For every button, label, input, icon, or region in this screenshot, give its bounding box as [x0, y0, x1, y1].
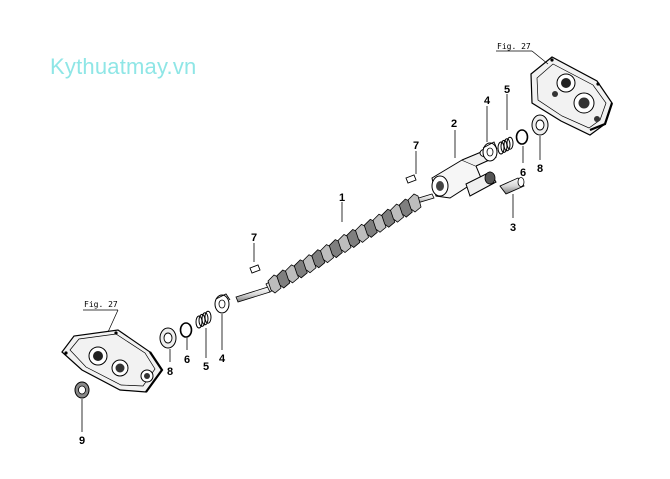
pin-bushing — [499, 177, 525, 195]
fig27-label-lower: Fig. 27 — [84, 300, 118, 309]
key-upper — [405, 174, 417, 184]
callout-7-lower: 7 — [251, 232, 257, 244]
fig27-ref-lower: Fig. 27 — [83, 300, 119, 333]
spring-coil — [201, 312, 209, 326]
spring-coil — [506, 136, 514, 150]
collar-lower — [214, 293, 231, 314]
key-lower — [249, 264, 261, 274]
callouts: 1 2 3 4 5 6 7 8 4 5 6 7 8 9 — [79, 84, 543, 447]
leader-lines — [81, 94, 541, 432]
collar-upper — [482, 141, 498, 162]
gear-case-lower — [61, 329, 164, 393]
callout-7-upper: 7 — [413, 140, 419, 152]
callout-6-upper: 6 — [520, 167, 526, 179]
gear-case-upper — [530, 56, 614, 136]
callout-8-upper: 8 — [537, 163, 543, 175]
fig27-label-upper: Fig. 27 — [497, 42, 531, 51]
callout-5-lower: 5 — [203, 361, 209, 373]
callout-2: 2 — [451, 118, 457, 130]
worm-shaft — [235, 193, 435, 303]
callout-1: 1 — [339, 192, 345, 204]
spring-coil — [503, 138, 511, 152]
oil-seal — [74, 381, 90, 399]
spring-coil — [204, 310, 212, 324]
spring-lower — [195, 310, 212, 329]
callout-5-upper: 5 — [504, 84, 510, 96]
fig27-ref-upper: Fig. 27 — [496, 42, 549, 65]
callout-8-lower: 8 — [167, 366, 173, 378]
spring-upper — [497, 136, 514, 155]
bearing-upper — [531, 114, 549, 136]
callout-9: 9 — [79, 435, 85, 447]
callout-6-lower: 6 — [184, 354, 190, 366]
snap-ring-lower — [179, 322, 193, 338]
snap-ring-upper — [515, 129, 529, 145]
watermark-text: Kythuatmay.vn — [50, 54, 197, 79]
callout-4-upper: 4 — [484, 95, 491, 107]
bearing-lower — [159, 327, 177, 349]
worm-flight — [407, 193, 422, 213]
callout-3: 3 — [510, 222, 516, 234]
callout-4-lower: 4 — [219, 353, 226, 365]
